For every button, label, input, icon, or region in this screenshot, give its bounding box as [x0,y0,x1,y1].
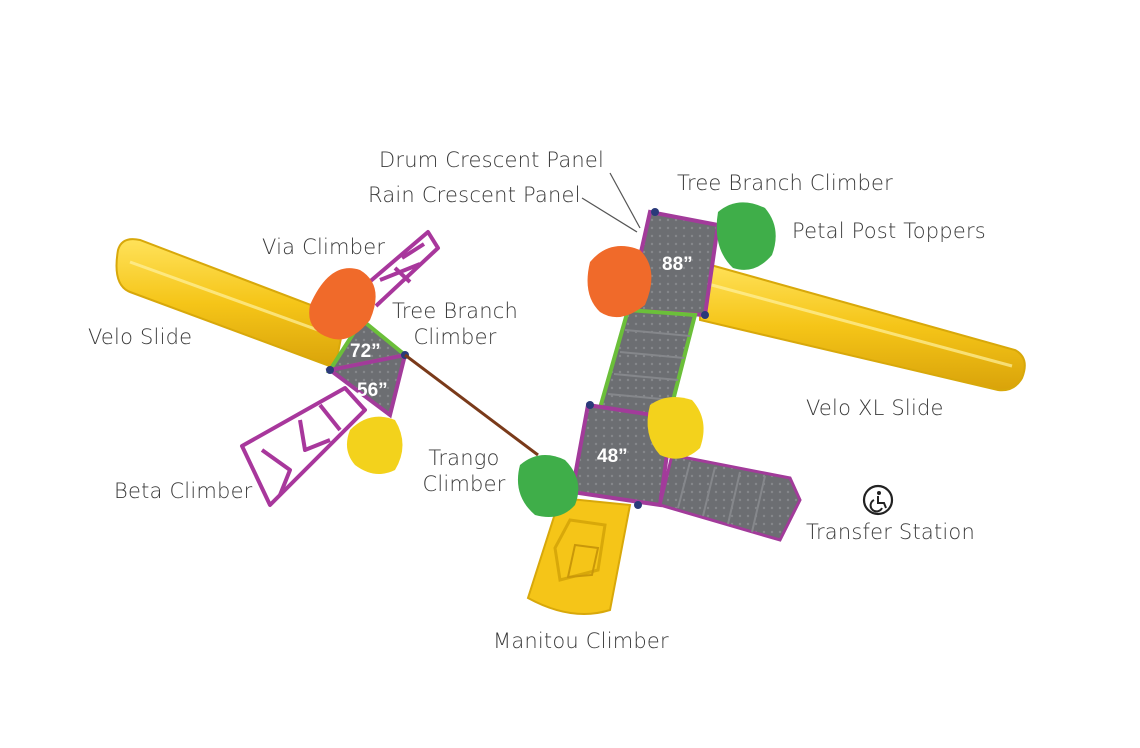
petal-topper-green-bottom [517,455,579,518]
velo-xl-slide [699,260,1026,392]
label-petal-post-toppers: Petal Post Toppers [792,219,986,243]
petal-topper-orange-right [587,246,652,318]
wheelchair-accessibility-icon [862,484,894,516]
label-trango-climber-line1: Trango [428,446,500,470]
label-tree-branch-climber-left-line2: Climber [413,325,497,349]
label-velo-slide: Velo Slide [88,325,193,349]
label-velo-xl-slide: Velo XL Slide [806,396,944,420]
deck-height-72: 72” [350,341,381,362]
manitou-climber [526,496,632,615]
via-climber [358,230,440,308]
label-via-climber: Via Climber [262,235,386,259]
label-tree-branch-climber-top: Tree Branch Climber [677,171,893,195]
label-manitou-climber: Manitou Climber [493,629,669,653]
deck-height-48: 48” [597,446,628,467]
petal-topper-green-right [716,202,776,270]
label-trango-climber: Trango Climber [418,445,510,497]
deck-height-56: 56” [357,380,388,401]
velo-slide [115,238,347,370]
petal-topper-yellow-left [346,416,403,474]
label-rain-crescent-panel: Rain Crescent Panel [368,183,581,207]
rain-panel-leader [581,197,638,233]
connector-rope [404,353,539,457]
label-beta-climber: Beta Climber [114,479,253,503]
label-drum-crescent-panel: Drum Crescent Panel [379,148,605,172]
label-trango-climber-line2: Climber [422,472,506,496]
label-transfer-station: Transfer Station [806,520,975,544]
label-tree-branch-climber-left: Tree Branch Climber [388,298,522,350]
beta-climber [240,386,367,507]
petal-topper-orange-left [309,268,376,340]
drum-panel-leader [609,172,641,229]
right-tower [569,208,802,542]
deck-height-88: 88” [662,254,693,275]
label-tree-branch-climber-left-line1: Tree Branch [391,299,519,323]
petal-topper-yellow-right [647,396,704,459]
